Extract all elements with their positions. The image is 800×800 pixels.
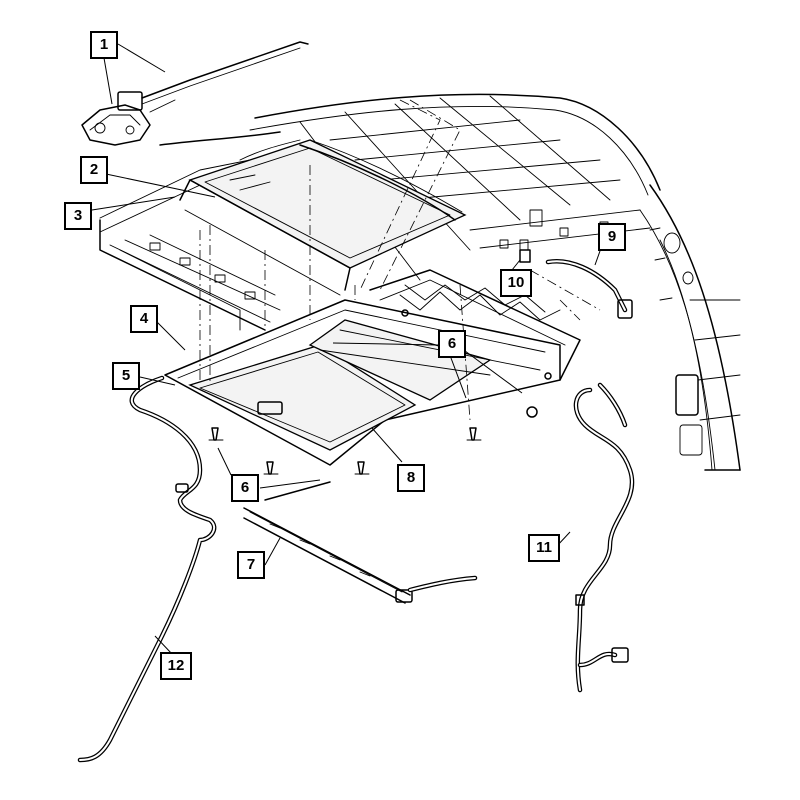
callout-6-lower: 6 — [231, 474, 259, 502]
callout-2: 2 — [80, 156, 108, 184]
callout-8: 8 — [397, 464, 425, 492]
sunroof-motor — [81, 41, 309, 146]
drain-tube — [77, 375, 217, 763]
callout-4: 4 — [130, 305, 158, 333]
callout-5: 5 — [112, 362, 140, 390]
callout-9: 9 — [598, 223, 626, 251]
vehicle-body — [99, 93, 741, 471]
callout-6-upper: 6 — [438, 330, 466, 358]
rear-track — [243, 481, 478, 604]
wire-harness — [519, 249, 635, 693]
callout-7: 7 — [237, 551, 265, 579]
sunshade-tray — [164, 269, 581, 466]
tray-fasteners — [208, 427, 482, 475]
sunroof-glass-assembly — [179, 139, 467, 296]
leader-lines — [91, 43, 601, 655]
callout-3: 3 — [64, 202, 92, 230]
callout-11: 11 — [528, 534, 560, 562]
callout-12: 12 — [160, 652, 192, 680]
callout-10: 10 — [500, 269, 532, 297]
callout-1: 1 — [90, 31, 118, 59]
